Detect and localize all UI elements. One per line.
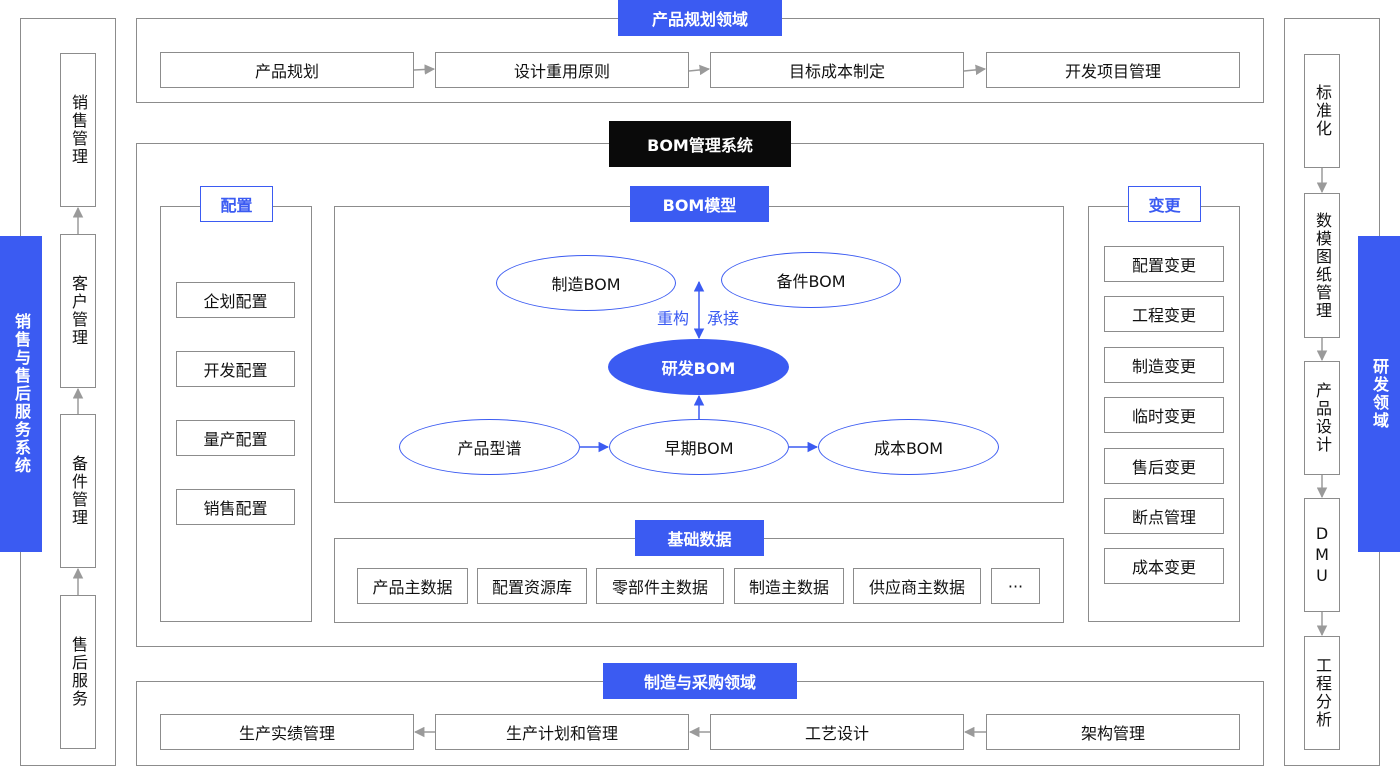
product-design-box[interactable]: 产品设计 (1304, 361, 1340, 475)
architecture-management-box[interactable]: 架构管理 (986, 714, 1240, 750)
breakpoint-management-box[interactable]: 断点管理 (1104, 498, 1224, 534)
mfg-change-box[interactable]: 制造变更 (1104, 347, 1224, 383)
sales-management-box[interactable]: 销售管理 (60, 53, 96, 207)
design-reuse-principle-box[interactable]: 设计重用原则 (435, 52, 689, 88)
bom-model-title: BOM模型 (630, 186, 769, 222)
supplier-master-data-box[interactable]: 供应商主数据 (853, 568, 981, 604)
after-sales-change-box[interactable]: 售后变更 (1104, 448, 1224, 484)
engineering-analysis-box[interactable]: 工程分析 (1304, 636, 1340, 750)
change-title: 变更 (1128, 186, 1201, 222)
engineering-change-box[interactable]: 工程变更 (1104, 296, 1224, 332)
mass-production-config-box[interactable]: 量产配置 (176, 420, 295, 456)
product-spectrum-node[interactable]: 产品型谱 (399, 419, 580, 475)
rd-domain-title: 研发领域 (1358, 236, 1400, 552)
model-drawing-management-box[interactable]: 数模图纸管理 (1304, 193, 1340, 338)
spare-parts-management-box[interactable]: 备件管理 (60, 414, 96, 568)
config-resource-lib-box[interactable]: 配置资源库 (477, 568, 587, 604)
sales-domain-title: 销售与售后服务系统 (0, 236, 42, 552)
inherit-label: 承接 (707, 309, 740, 328)
customer-management-box[interactable]: 客户管理 (60, 234, 96, 388)
early-bom-node[interactable]: 早期BOM (609, 419, 789, 475)
config-change-box[interactable]: 配置变更 (1104, 246, 1224, 282)
after-sales-service-box[interactable]: 售后服务 (60, 595, 96, 749)
more-box[interactable]: ··· (991, 568, 1040, 604)
dev-config-box[interactable]: 开发配置 (176, 351, 295, 387)
mfg-master-data-box[interactable]: 制造主数据 (734, 568, 844, 604)
restructure-label: 重构 (657, 309, 690, 328)
product-planning-box[interactable]: 产品规划 (160, 52, 414, 88)
product-planning-title: 产品规划领域 (618, 0, 782, 36)
spare-bom-node[interactable]: 备件BOM (721, 252, 901, 308)
master-data-title: 基础数据 (635, 520, 764, 556)
target-cost-box[interactable]: 目标成本制定 (710, 52, 964, 88)
bom-system-title: BOM管理系统 (609, 121, 791, 167)
sales-config-box[interactable]: 销售配置 (176, 489, 295, 525)
rd-bom-node[interactable]: 研发BOM (608, 339, 789, 395)
dev-project-management-box[interactable]: 开发项目管理 (986, 52, 1240, 88)
temporary-change-box[interactable]: 临时变更 (1104, 397, 1224, 433)
process-design-box[interactable]: 工艺设计 (710, 714, 964, 750)
production-performance-box[interactable]: 生产实绩管理 (160, 714, 414, 750)
cost-bom-node[interactable]: 成本BOM (818, 419, 999, 475)
production-plan-box[interactable]: 生产计划和管理 (435, 714, 689, 750)
mfg-procurement-title: 制造与采购领域 (603, 663, 797, 699)
dmu-box[interactable]: DMU (1304, 498, 1340, 612)
part-master-data-box[interactable]: 零部件主数据 (596, 568, 724, 604)
product-master-data-box[interactable]: 产品主数据 (357, 568, 468, 604)
planning-config-box[interactable]: 企划配置 (176, 282, 295, 318)
standardization-box[interactable]: 标准化 (1304, 54, 1340, 168)
config-panel (160, 206, 312, 622)
mfg-bom-node[interactable]: 制造BOM (496, 255, 676, 311)
config-title: 配置 (200, 186, 273, 222)
cost-change-box[interactable]: 成本变更 (1104, 548, 1224, 584)
